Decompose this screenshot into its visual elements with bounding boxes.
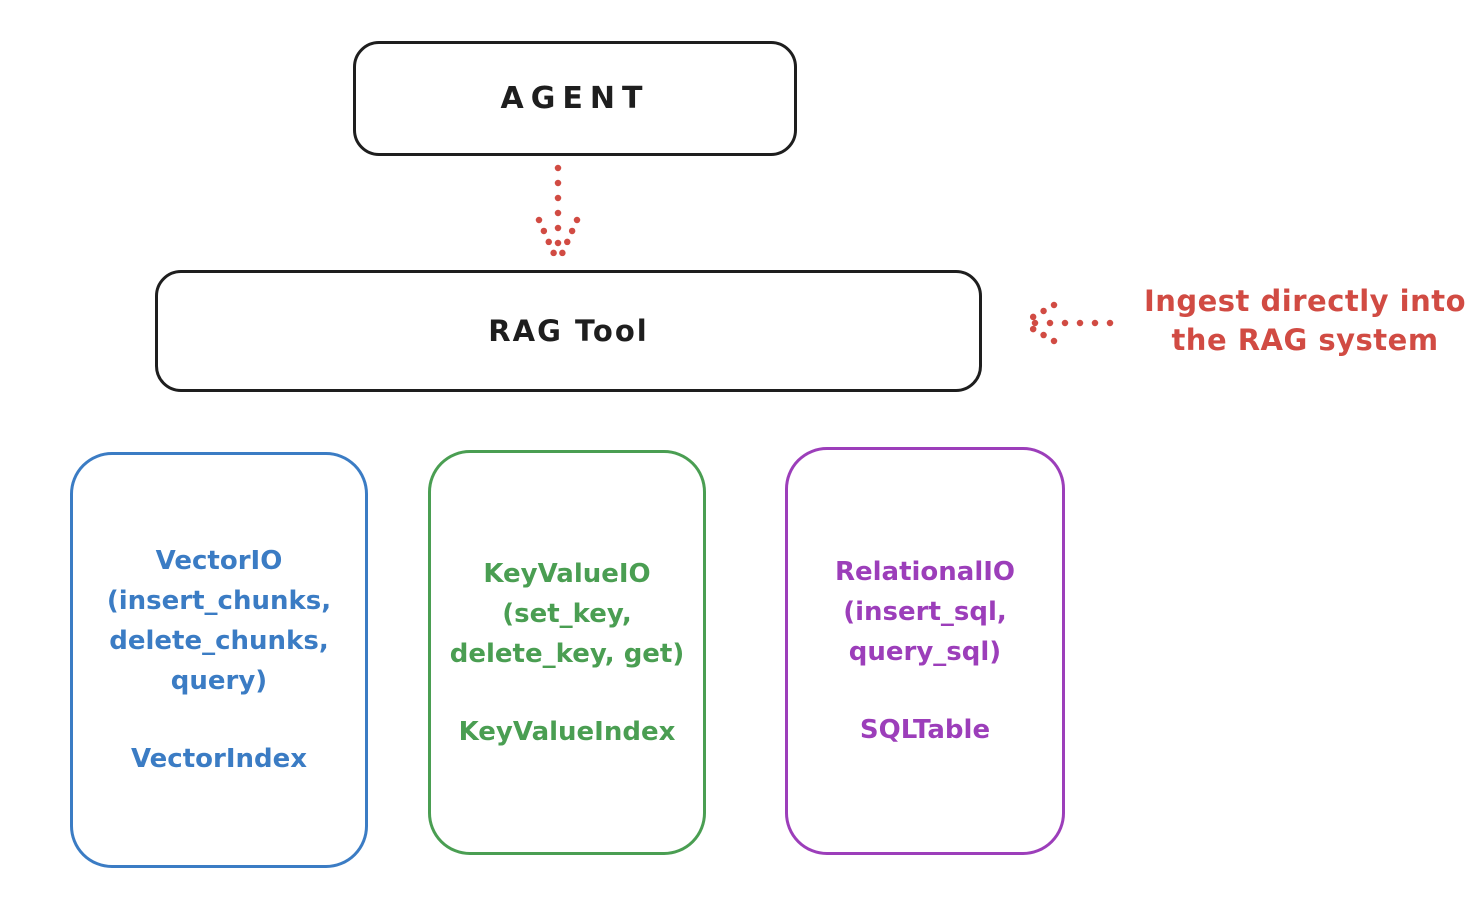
- rag-tool-box: RAG Tool: [155, 270, 982, 392]
- keyvalue-io-method-line: delete_key, get): [449, 638, 685, 669]
- vector-io-method-line: delete_chunks,: [109, 626, 329, 656]
- agent-box-label: AGENT: [500, 81, 650, 116]
- keyvalue-io-title: KeyValueIO: [483, 558, 651, 589]
- ingest-annotation: Ingest directly into the RAG system: [1125, 282, 1484, 360]
- keyvalue-index-label: KeyValueIndex: [458, 716, 676, 747]
- arrow-agent-to-rag-icon: [535, 164, 581, 262]
- vector-io-method-line: query): [170, 666, 268, 696]
- arrow-annotation-to-rag-icon: [1022, 301, 1114, 345]
- sql-table-label: SQLTable: [859, 715, 991, 745]
- rag-tool-box-label: RAG Tool: [488, 314, 649, 348]
- vector-io-title: VectorIO: [155, 546, 283, 576]
- relational-io-title: RelationalIO: [834, 557, 1016, 587]
- relational-io-method-line: query_sql): [848, 637, 1002, 667]
- keyvalue-io-box: KeyValueIO (set_key, delete_key, get) Ke…: [428, 450, 706, 855]
- relational-io-method-line: (insert_sql,: [843, 597, 1007, 627]
- agent-box: AGENT: [353, 41, 797, 156]
- vector-io-method-line: (insert_chunks,: [106, 586, 332, 616]
- ingest-annotation-line2: the RAG system: [1171, 323, 1439, 357]
- vector-index-label: VectorIndex: [130, 744, 308, 774]
- ingest-annotation-line1: Ingest directly into: [1143, 284, 1467, 318]
- vector-io-box: VectorIO (insert_chunks, delete_chunks, …: [70, 452, 368, 868]
- keyvalue-io-method-line: (set_key,: [502, 598, 632, 629]
- relational-io-box: RelationalIO (insert_sql, query_sql) SQL…: [785, 447, 1065, 855]
